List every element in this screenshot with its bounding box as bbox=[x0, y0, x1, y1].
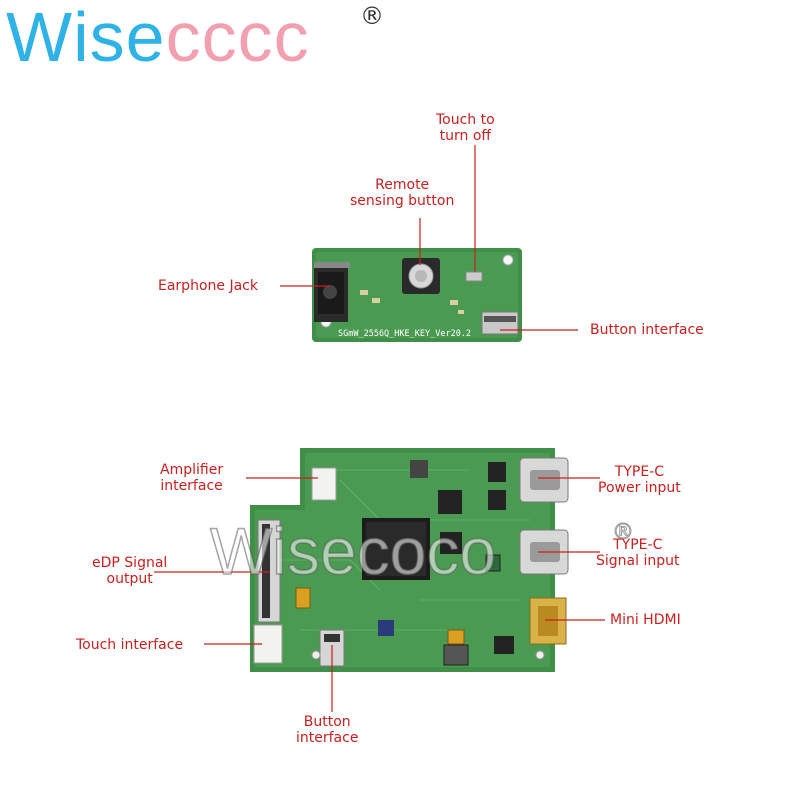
brand-logo-part1: Wise bbox=[6, 0, 166, 76]
button-board bbox=[312, 248, 522, 342]
label-touch-off-line1: Touch to bbox=[436, 112, 495, 128]
brand-logo-part2: cccc bbox=[165, 0, 310, 76]
label-button-bottom-line2: interface bbox=[296, 730, 359, 746]
label-amplifier-line2: interface bbox=[160, 478, 223, 494]
watermark: Wisecoco bbox=[209, 514, 497, 588]
label-typec-signal-line1: TYPE-C bbox=[613, 537, 663, 553]
label-typec-signal: TYPE-C Signal input bbox=[596, 537, 679, 569]
label-touch-off: Touch to turn off bbox=[436, 112, 495, 144]
label-touch-interface: Touch interface bbox=[76, 637, 184, 653]
label-amplifier-line1: Amplifier bbox=[160, 462, 224, 478]
leader-lines bbox=[154, 145, 605, 712]
brand-logo: Wisecccc bbox=[6, 2, 310, 72]
label-edp-line1: eDP Signal bbox=[92, 555, 168, 571]
board-silkscreen: SGmW_2556Q_HKE_KEY_Ver20.2 bbox=[338, 329, 471, 339]
label-mini-hdmi: Mini HDMI bbox=[610, 612, 681, 628]
label-button-interface-top: Button interface bbox=[590, 322, 704, 338]
label-typec-power-line1: TYPE-C bbox=[614, 464, 664, 480]
label-amplifier: Amplifier interface bbox=[160, 462, 223, 494]
label-edp-line2: output bbox=[106, 571, 153, 587]
label-earphone-jack: Earphone Jack bbox=[158, 278, 258, 294]
registered-mark: ® bbox=[360, 2, 384, 30]
label-edp: eDP Signal output bbox=[92, 555, 167, 587]
label-remote-sensing-line2: sensing button bbox=[350, 193, 455, 209]
label-typec-power-line2: Power input bbox=[598, 480, 681, 496]
driver-board bbox=[250, 448, 569, 672]
label-button-interface-bottom: Button interface bbox=[296, 714, 358, 746]
label-button-bottom-line1: Button bbox=[303, 714, 351, 730]
label-touch-off-line2: turn off bbox=[439, 128, 492, 144]
label-remote-sensing-line1: Remote bbox=[375, 177, 430, 193]
label-remote-sensing: Remote sensing button bbox=[350, 177, 454, 209]
watermark-registered: ® bbox=[612, 520, 635, 546]
label-typec-power: TYPE-C Power input bbox=[598, 464, 681, 496]
label-typec-signal-line2: Signal input bbox=[596, 553, 680, 569]
